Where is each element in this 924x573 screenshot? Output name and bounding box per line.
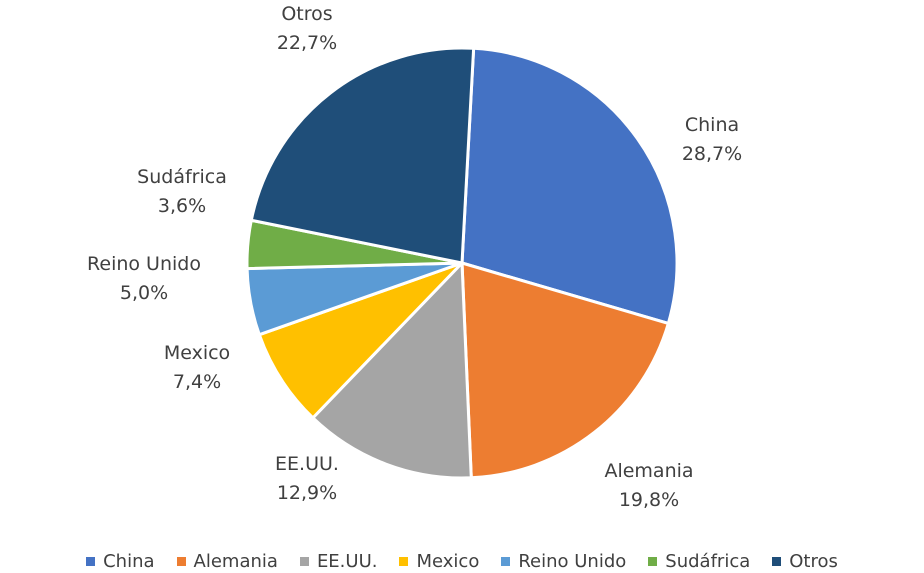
slice-label-category: Reino Unido — [87, 253, 201, 275]
legend-swatch — [399, 556, 409, 566]
legend-label: Sudáfrica — [665, 550, 751, 572]
slice-labels: China 28,7% Alemania 19,8% EE.UU. 12,9% Mexico… — [87, 3, 742, 511]
slice-label-category: Otros — [281, 3, 332, 25]
legend: China Alemania EE.UU. Mexico Reino Unido Sudá… — [0, 550, 924, 572]
pie-slice-ee-uu- — [310, 259, 473, 480]
legend-item: Mexico — [399, 550, 479, 572]
legend-label: China — [103, 550, 155, 572]
slice-label-category: Alemania — [604, 460, 693, 482]
legend-swatch — [648, 556, 658, 566]
legend-item: China — [86, 550, 155, 572]
legend-item: EE.UU. — [299, 550, 378, 572]
legend-label: Alemania — [193, 550, 278, 572]
slice-label-category: Sudáfrica — [137, 166, 227, 188]
pie-slice-otros — [249, 46, 476, 265]
slice-label-category: China — [685, 114, 739, 136]
legend-swatch — [299, 556, 309, 566]
legend-item: Sudáfrica — [648, 550, 750, 572]
slice-label-value: 12,9% — [277, 482, 337, 504]
legend-swatch — [501, 556, 511, 566]
slice-label-value: 3,6% — [158, 195, 206, 217]
slice-label-value: 19,8% — [619, 489, 679, 511]
legend-label: EE.UU. — [316, 550, 378, 572]
pie-slices — [245, 46, 679, 480]
legend-label: Reino Unido — [518, 550, 627, 572]
slice-label-value: 22,7% — [277, 32, 337, 54]
pie-slice-mexico — [257, 261, 464, 420]
legend-swatch — [86, 556, 96, 566]
legend-swatch — [176, 556, 186, 566]
slice-label-category: Mexico — [164, 342, 230, 364]
legend-item: Otros — [772, 550, 838, 572]
slice-label-value: 7,4% — [173, 371, 221, 393]
slice-label-value: 5,0% — [120, 282, 168, 304]
legend-swatch — [772, 556, 782, 566]
legend-item: Reino Unido — [501, 550, 626, 572]
slice-label-category: EE.UU. — [275, 453, 339, 475]
legend-label: Mexico — [416, 550, 480, 572]
legend-label: Otros — [789, 550, 838, 572]
pie-slice-alemania — [460, 260, 671, 480]
legend-item: Alemania — [176, 550, 278, 572]
pie-slice-china — [460, 46, 679, 326]
slice-label-value: 28,7% — [682, 143, 742, 165]
